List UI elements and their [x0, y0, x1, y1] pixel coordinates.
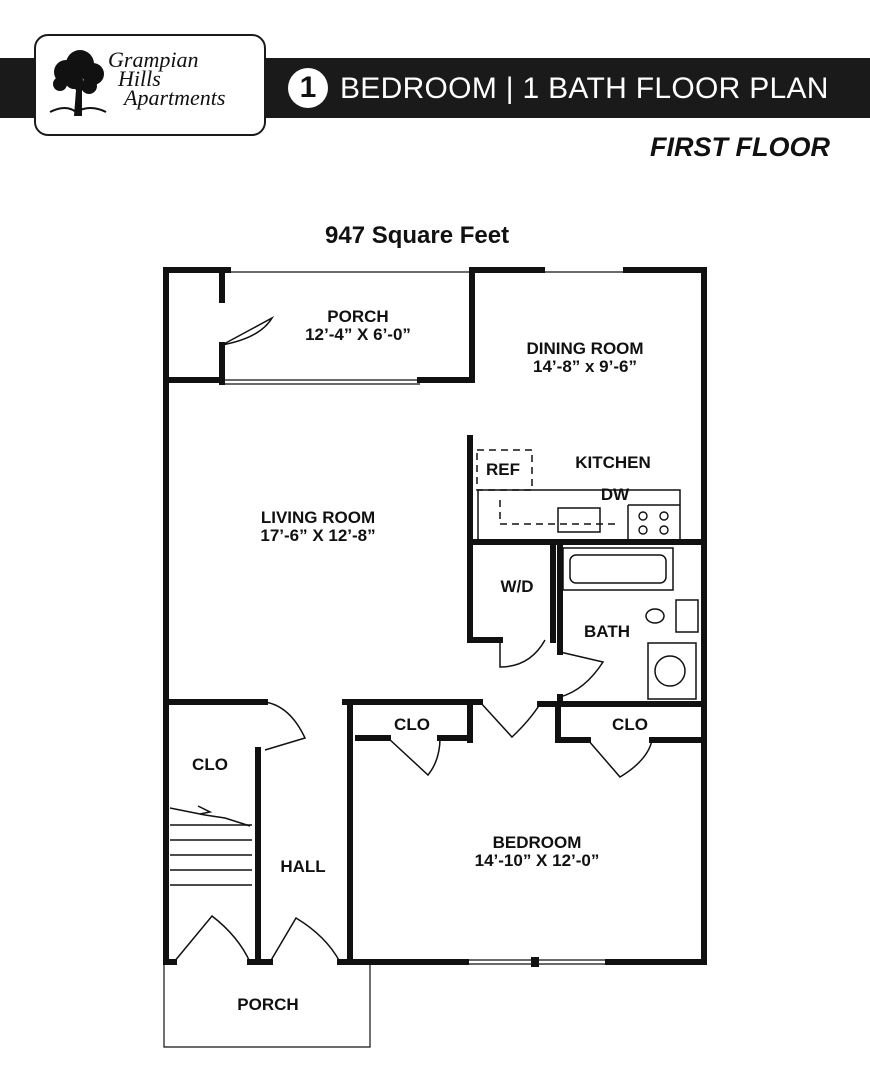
floor-label: FIRST FLOOR [650, 132, 830, 162]
room-kitchen: KITCHEN [575, 453, 651, 472]
interior-walls [167, 267, 707, 965]
refrigerator-outline [476, 449, 533, 491]
room-living: LIVING ROOM 17’-6” X 12’-8” [260, 509, 375, 545]
porch-steps-outline [163, 965, 371, 1048]
tree-icon [49, 50, 107, 116]
dishwasher-label: DW [600, 485, 630, 504]
closet-left: CLO [192, 755, 228, 774]
stairs-icon [169, 805, 252, 886]
refrigerator-label: REF [486, 460, 520, 479]
room-porch-bottom: PORCH [237, 995, 299, 1014]
square-feet-label: 947 Square Feet [325, 222, 510, 249]
room-name: BEDROOM [492, 833, 582, 852]
closet-middle: CLO [394, 715, 430, 734]
room-name: DINING ROOM [526, 339, 644, 358]
brand-name: Grampian Hills Apartments [108, 47, 226, 110]
plan-title: BEDROOM | 1 BATH FLOOR PLAN [340, 72, 829, 105]
closet-right: CLO [612, 715, 648, 734]
room-name: PORCH [327, 307, 389, 326]
room-size: 17’-6” X 12’-8” [260, 526, 376, 545]
room-size: 12’-4” X 6’-0” [305, 325, 411, 344]
kitchen-counter [477, 489, 681, 540]
brand-line-2: Hills [118, 66, 161, 91]
plan-number-badge: 1 [288, 68, 328, 108]
exterior-walls [163, 267, 707, 965]
door-swings [173, 316, 653, 963]
window-mullion [531, 957, 539, 967]
bath-fixtures [562, 547, 699, 700]
room-bedroom: BEDROOM 14’-10” X 12’-0” [475, 834, 600, 870]
room-porch-top: PORCH 12’-4” X 6’-0” [305, 308, 411, 344]
room-size: 14’-8” x 9’-6” [533, 357, 637, 376]
room-hall: HALL [280, 857, 326, 876]
room-bath: BATH [584, 622, 630, 641]
brand-logo: Grampian Hills Apartments [34, 34, 266, 136]
brand-line-3: Apartments [124, 85, 226, 110]
room-size: 14’-10” X 12’-0” [474, 851, 600, 870]
room-wd: W/D [500, 577, 534, 596]
room-dining: DINING ROOM 14’-8” x 9’-6” [526, 340, 643, 376]
room-name: LIVING ROOM [260, 508, 376, 527]
stove-burners-icon [638, 511, 669, 535]
brand-line-1: Grampian [108, 47, 199, 72]
